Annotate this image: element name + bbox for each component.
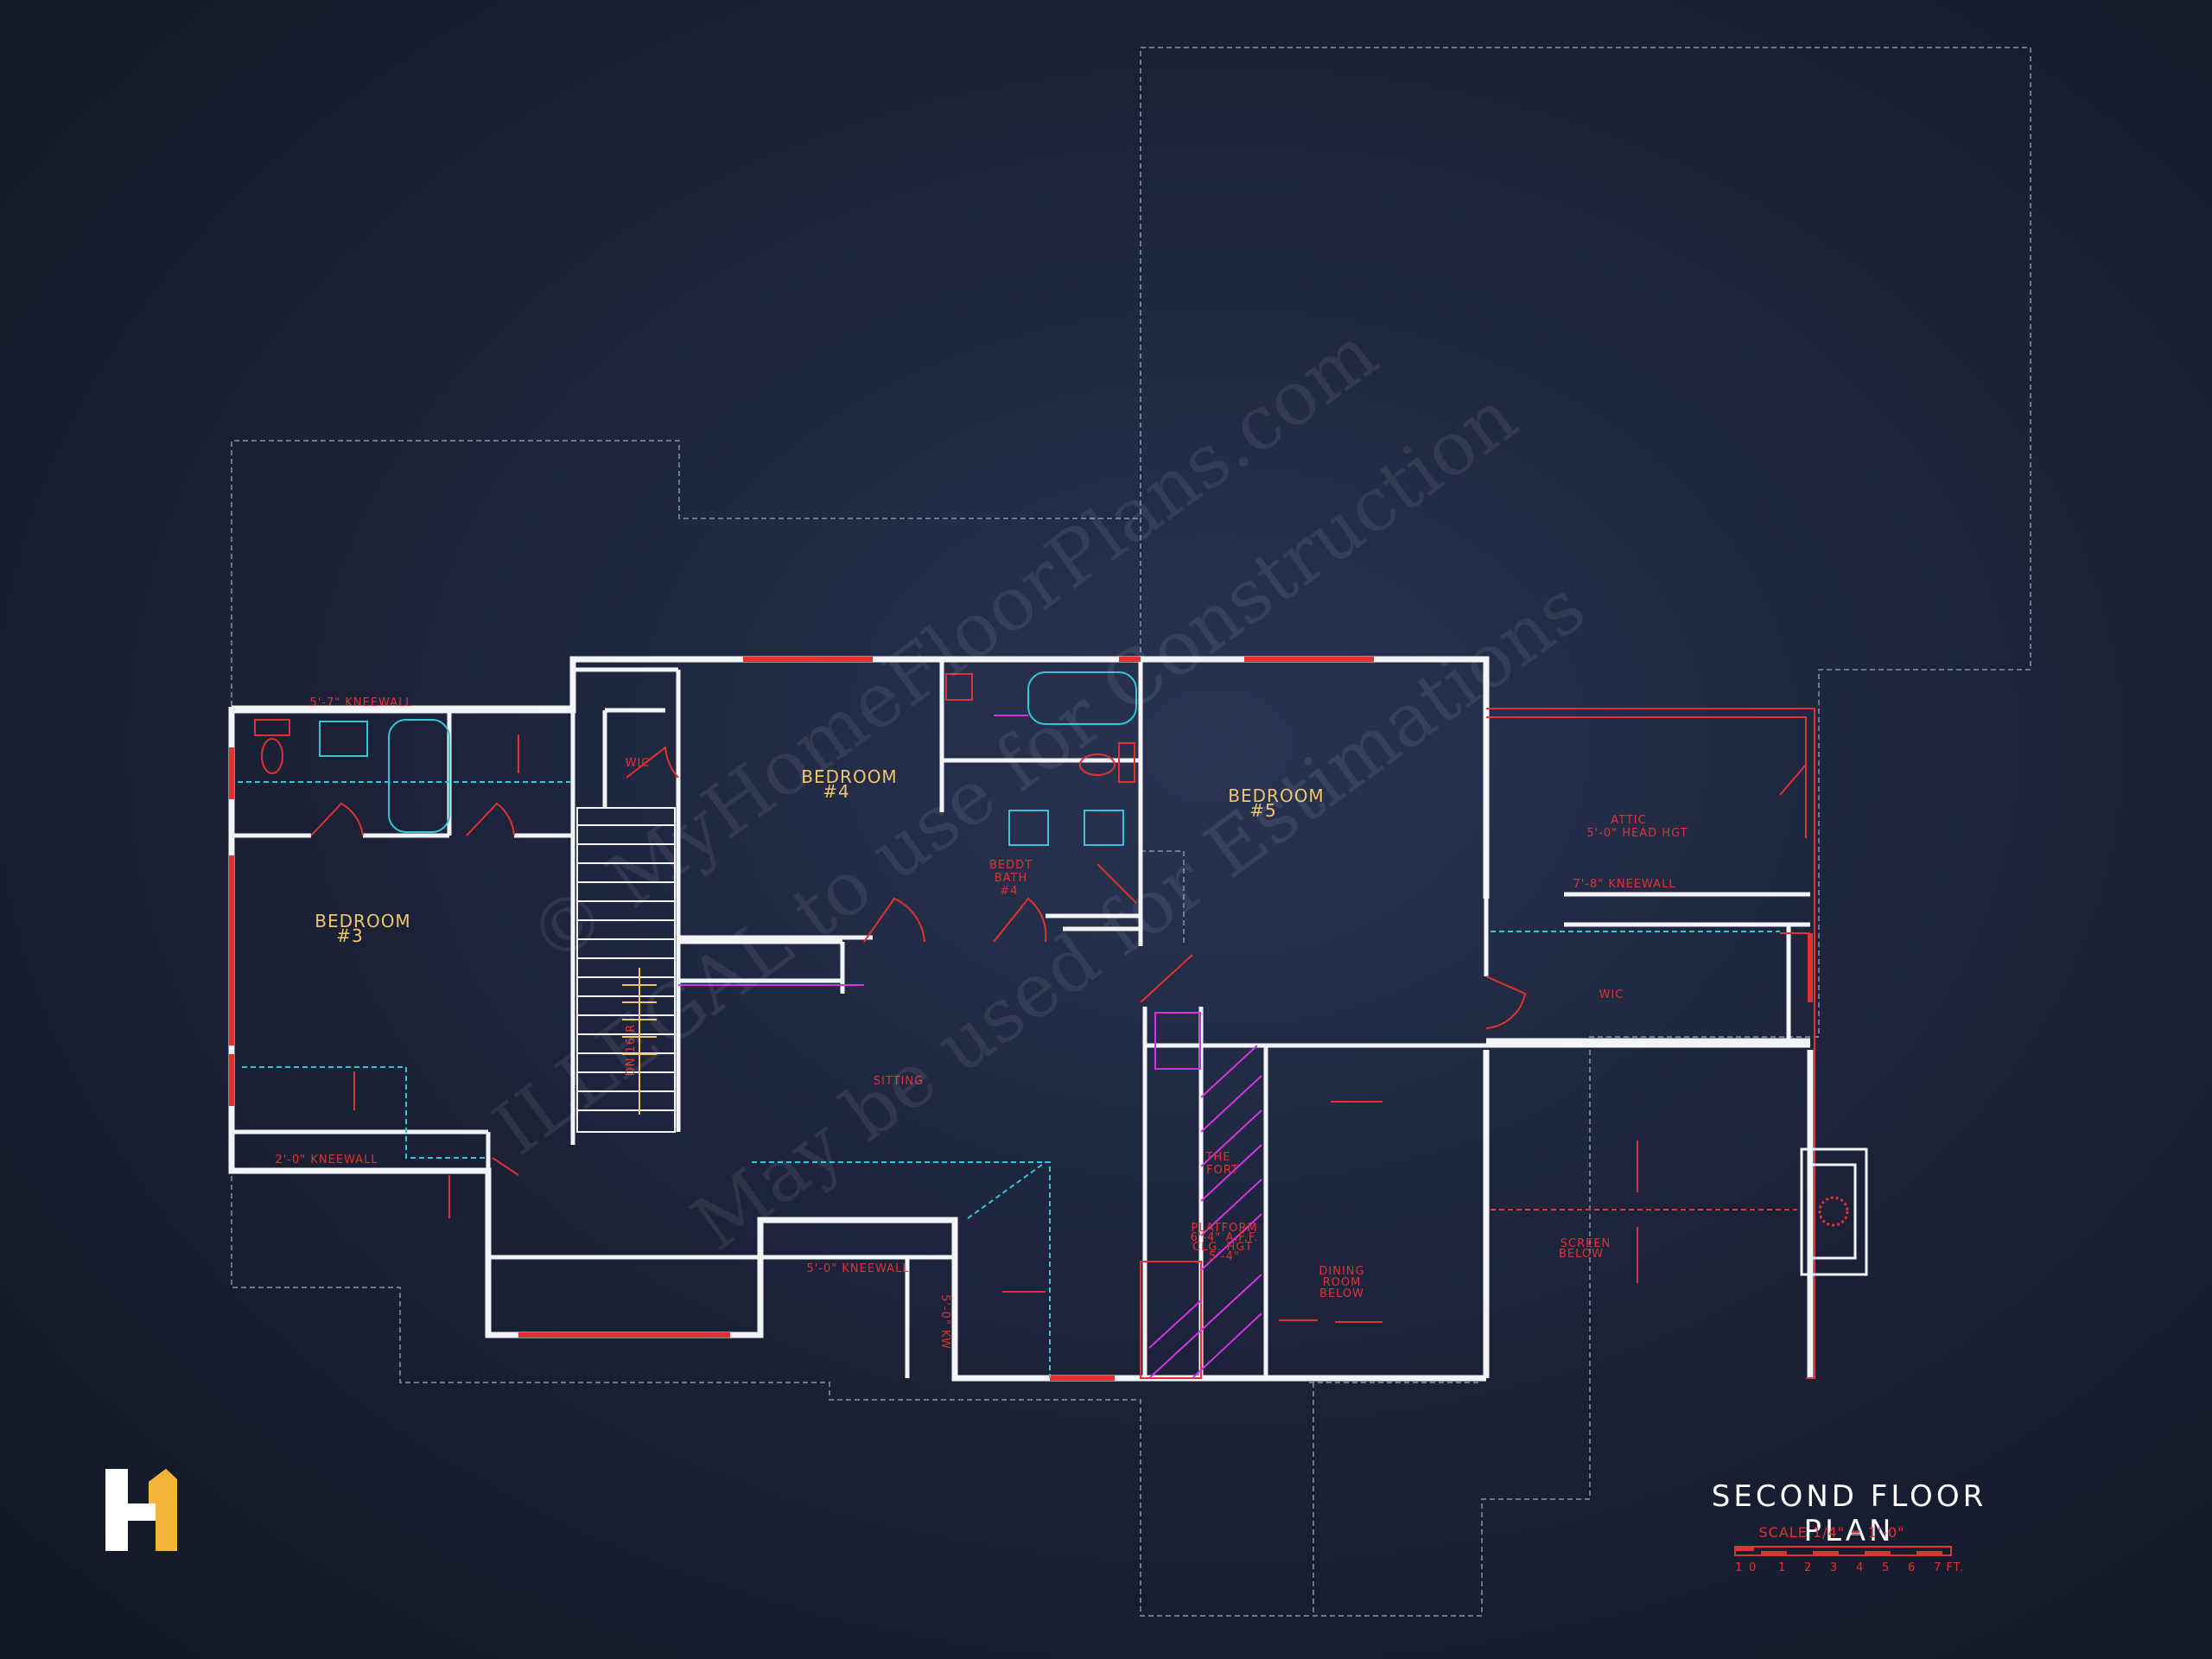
wic-left-label: WIC [626, 757, 651, 770]
watermark: © MyHomeFloorPlans.com ILLEGAL to use fo… [479, 310, 1601, 1268]
platform-label-4: 5'-4" [1209, 1250, 1240, 1263]
attic-label: ATTIC [1611, 814, 1646, 827]
scale-tick-5: 4 [1856, 1561, 1864, 1574]
kneewall-attic: 7'-8" KNEEWALL [1573, 878, 1675, 891]
bedroom5-label: BEDROOM [1228, 785, 1324, 806]
kneewall-bottom-left: 2'-0" KNEEWALL [275, 1154, 378, 1166]
logo-icon [105, 1469, 177, 1551]
kneewall-mid: 5'-0" KNEEWALL [806, 1262, 909, 1275]
interior-walls [232, 659, 1810, 1381]
scale-tick-8: 7 FT. [1934, 1561, 1964, 1574]
scale-bar: 1 0 1 2 3 4 5 6 7 FT. [1734, 1546, 1964, 1574]
bath-label-1: BEDDT [989, 859, 1033, 872]
platform-label-3: CLG. HGT [1192, 1241, 1253, 1254]
bedroom4-number: #4 [823, 781, 849, 802]
bedroom3-label: BEDROOM [315, 911, 410, 931]
watermark-line1: © MyHomeFloorPlans.com [513, 310, 1393, 982]
bedroom4-label: BEDROOM [801, 766, 897, 787]
bedroom3-number: #3 [336, 925, 363, 946]
wic-right-label: WIC [1599, 988, 1624, 1001]
platform-label-2: 6'-4" A.F.F. [1191, 1231, 1259, 1244]
bath-label-3: #4 [1000, 885, 1018, 898]
toilets [254, 673, 1135, 783]
plan-title: SECOND FLOOR PLAN [1711, 1479, 1987, 1548]
screen-label-1: SCREEN [1560, 1237, 1611, 1250]
kneewall-vertical: 5'-0" KW [938, 1294, 951, 1350]
bath-fixtures [238, 671, 1780, 1378]
dining-label-3: BELOW [1319, 1287, 1364, 1300]
scale-tick-7: 6 [1908, 1561, 1916, 1574]
stair-arrow [622, 968, 657, 1115]
scale-tick-2: 1 [1778, 1561, 1786, 1574]
bath-label-2: BATH [995, 872, 1028, 885]
staircase [576, 807, 676, 1133]
fort-label-1: THE [1205, 1151, 1231, 1164]
fireplace [1800, 1147, 1868, 1276]
scale-tick-1: 0 [1749, 1561, 1757, 1574]
direction-arrows [353, 734, 1797, 1323]
fort-hatch [678, 715, 1262, 1379]
dining-label-2: ROOM [1323, 1276, 1362, 1289]
kneewall-top-left: 5'-7" KNEEWALL [309, 696, 412, 709]
scale-tick-0: 1 [1735, 1561, 1743, 1574]
sitting-label: SITTING [874, 1075, 924, 1088]
scale-tick-3: 2 [1804, 1561, 1812, 1574]
platform-label-1: PLATFORM [1191, 1222, 1257, 1235]
dining-label-1: DINING [1319, 1265, 1364, 1278]
exterior-walls [228, 656, 1814, 1382]
door-swings [310, 708, 1815, 1379]
screen-label-2: BELOW [1559, 1248, 1604, 1261]
scale-tick-6: 5 [1882, 1561, 1890, 1574]
plan-scale: SCALE 1/4" = 1'-0" [1758, 1524, 1905, 1541]
fort-label-2: FORT [1206, 1164, 1239, 1177]
windows [229, 657, 1813, 1381]
stair-label: DN 16 R [625, 1024, 638, 1077]
attic-note: 5'-0" HEAD HGT [1586, 827, 1688, 840]
scale-tick-4: 3 [1830, 1561, 1838, 1574]
bedroom5-number: #5 [1249, 800, 1276, 821]
